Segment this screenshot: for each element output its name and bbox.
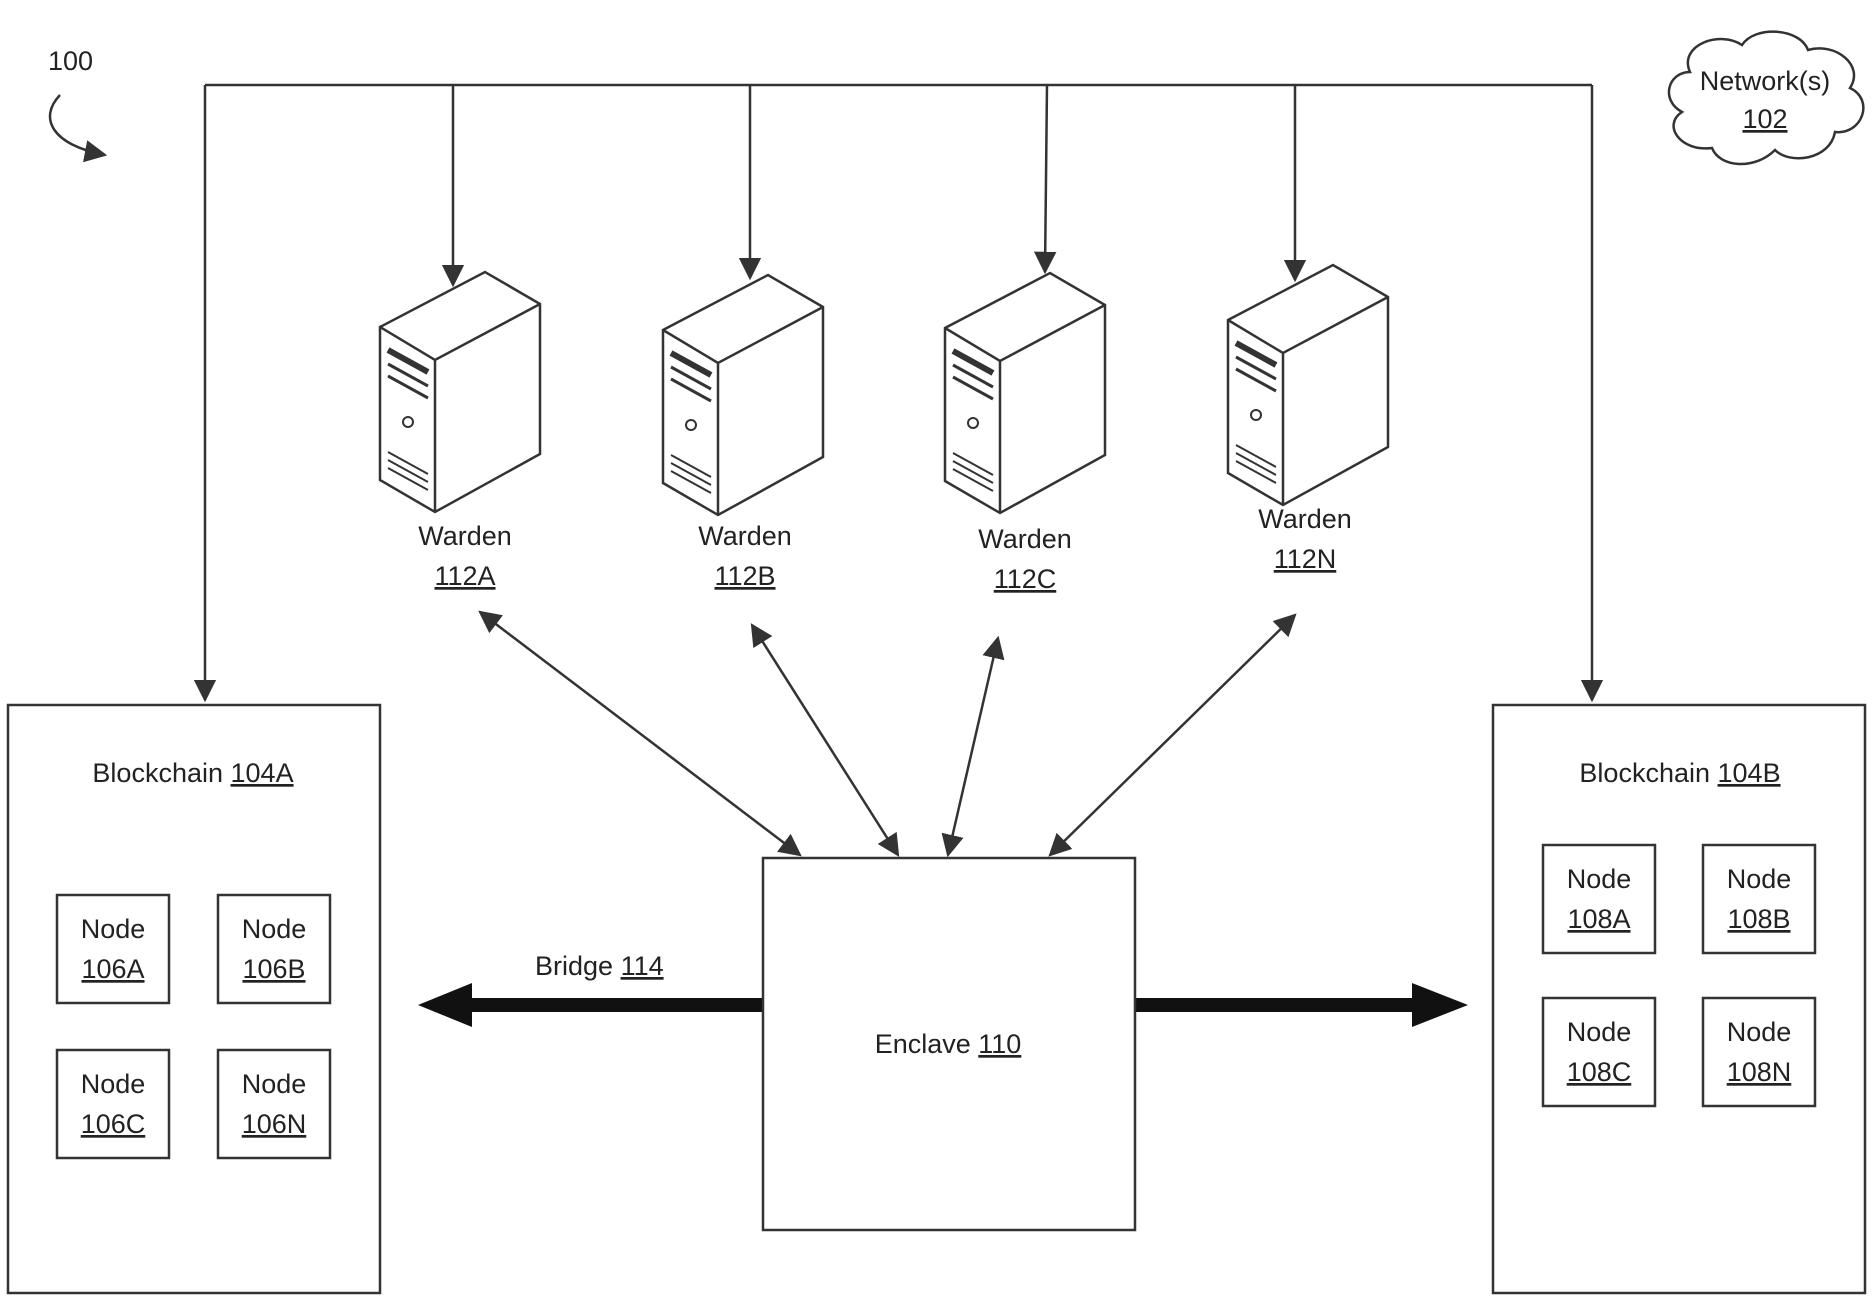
node-108c: Node 108C — [1543, 998, 1655, 1106]
svg-text:Node: Node — [81, 914, 146, 944]
enclave-box: Enclave 110 — [763, 858, 1135, 1230]
network-label: Network(s) — [1700, 66, 1831, 96]
warden-ref: 112A — [434, 561, 495, 591]
node-106b: Node 106B — [218, 895, 330, 1003]
svg-text:108A: 108A — [1567, 904, 1630, 934]
warden-112a-enclave-arrow — [480, 612, 800, 855]
node-106n: Node 106N — [218, 1050, 330, 1158]
warden-112c: Warden 112C — [945, 273, 1105, 594]
svg-text:Node: Node — [1567, 1017, 1632, 1047]
svg-text:106C: 106C — [81, 1109, 146, 1139]
svg-text:108C: 108C — [1567, 1057, 1632, 1087]
svg-text:Node: Node — [242, 1069, 307, 1099]
bridge-label: Bridge 114 — [535, 951, 664, 981]
bridge-left-arrowhead — [418, 983, 472, 1027]
network-ref: 102 — [1742, 104, 1787, 134]
warden-label: Warden — [698, 521, 792, 551]
svg-text:106N: 106N — [242, 1109, 307, 1139]
warden-ref: 112N — [1274, 544, 1337, 574]
node-108n: Node 108N — [1703, 998, 1815, 1106]
svg-text:Node: Node — [1567, 864, 1632, 894]
enclave-label: Enclave 110 — [875, 1029, 1022, 1059]
svg-text:106A: 106A — [81, 954, 144, 984]
node-108a: Node 108A — [1543, 845, 1655, 953]
figure-ref-label: 100 — [48, 46, 93, 76]
node-106a: Node 106A — [57, 895, 169, 1003]
warden-112b-enclave-arrow — [752, 625, 898, 855]
svg-text:Node: Node — [1727, 864, 1792, 894]
warden-112n-enclave-arrow — [1050, 615, 1295, 855]
warden-112n: Warden 112N — [1228, 265, 1388, 574]
warden-112c-enclave-arrow — [948, 638, 998, 855]
blockchain-label: Blockchain 104B — [1579, 758, 1780, 788]
svg-text:106B: 106B — [242, 954, 305, 984]
svg-text:Node: Node — [1727, 1017, 1792, 1047]
network-cloud: Network(s) 102 — [1669, 32, 1863, 164]
warden-ref: 112B — [714, 561, 775, 591]
figure-ref-arrow — [50, 95, 105, 155]
warden-enclave-links — [480, 612, 1295, 855]
warden-112a: Warden 112A — [380, 272, 540, 591]
svg-text:Node: Node — [242, 914, 307, 944]
svg-text:Node: Node — [81, 1069, 146, 1099]
warden-ref: 112C — [994, 564, 1057, 594]
bridge-right-arrowhead — [1412, 983, 1468, 1027]
warden-label: Warden — [418, 521, 512, 551]
svg-text:108N: 108N — [1727, 1057, 1792, 1087]
node-106c: Node 106C — [57, 1050, 169, 1158]
server-icon — [1228, 265, 1388, 505]
bus-to-warden-112c-arrow — [1045, 85, 1047, 272]
blockchain-104a: Blockchain 104A Node 106A Node 106B Node… — [8, 705, 380, 1293]
server-icon — [663, 275, 823, 515]
server-icon — [945, 273, 1105, 513]
warden-112b: Warden 112B — [663, 275, 823, 591]
blockchain-label: Blockchain 104A — [92, 758, 293, 788]
server-icon — [380, 272, 540, 512]
svg-text:108B: 108B — [1727, 904, 1790, 934]
warden-label: Warden — [978, 524, 1072, 554]
node-108b: Node 108B — [1703, 845, 1815, 953]
warden-label: Warden — [1258, 504, 1352, 534]
blockchain-104b: Blockchain 104B Node 108A Node 108B Node… — [1493, 705, 1865, 1293]
